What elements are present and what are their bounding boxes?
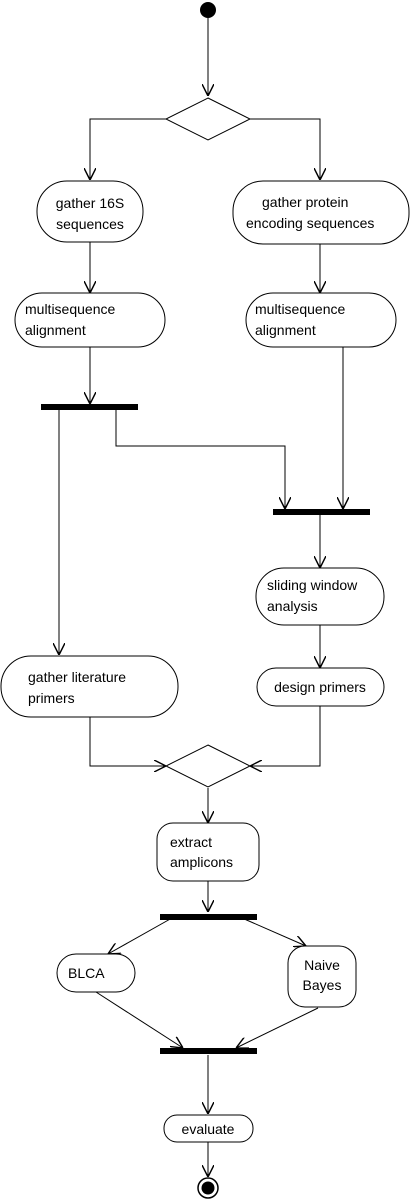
label-gather-16s-line-1: gather 16S <box>56 195 125 211</box>
label-extract-amplicons-line-2: amplicons <box>170 854 233 870</box>
activity-naive-bayes <box>287 945 357 1008</box>
label-msa-right-line-2: alignment <box>255 322 316 338</box>
activity-gather-16s <box>36 180 144 243</box>
activity-extract-amplicons <box>156 822 260 882</box>
label-design-primers: design primers <box>274 679 366 695</box>
fork-bar-1 <box>41 404 138 410</box>
fork-bar-2 <box>160 914 257 920</box>
edge-naive-bayes-to-join <box>236 1007 319 1048</box>
label-gather-protein-line-1: gather protein <box>262 194 348 210</box>
label-sliding-window-line-1: sliding window <box>267 577 358 593</box>
label-msa-left-line-2: alignment <box>25 322 86 338</box>
edges <box>59 18 343 1177</box>
edge-fork-to-join <box>115 410 285 509</box>
edge-blca-to-join <box>95 991 183 1048</box>
label-gather-protein-line-2: encoding sequences <box>246 215 374 231</box>
activity-gather-protein <box>232 180 410 245</box>
label-blca: BLCA <box>68 965 105 981</box>
activity-msa-left <box>14 292 166 348</box>
join-bar-1 <box>273 509 370 515</box>
activity-gather-literature <box>0 655 179 718</box>
edge-design-to-merge <box>250 706 321 766</box>
label-sliding-window-line-2: analysis <box>267 598 318 614</box>
activity-sliding-window <box>255 567 385 626</box>
label-gather-16s-line-2: sequences <box>56 216 124 232</box>
label-gather-literature-line-1: gather literature <box>28 669 126 685</box>
join-bar-2 <box>160 1048 257 1054</box>
merge-node <box>164 744 252 788</box>
edge-fork-to-naive-bayes <box>241 917 306 946</box>
decision-node-split <box>164 97 252 141</box>
edge-decision-to-gather-16s <box>90 118 167 180</box>
label-gather-literature-line-2: primers <box>28 690 75 706</box>
edge-decision-to-gather-protein <box>249 118 320 180</box>
label-naive-bayes-line-1: Naive <box>304 957 340 973</box>
label-extract-amplicons-line-1: extract <box>170 834 212 850</box>
activity-blca <box>56 953 136 993</box>
label-evaluate: evaluate <box>182 1121 235 1137</box>
activity-evaluate <box>163 1114 254 1143</box>
label-msa-right-line-1: multisequence <box>255 301 345 317</box>
label-msa-left-line-1: multisequence <box>25 301 115 317</box>
edge-literature-to-merge <box>89 717 166 766</box>
label-naive-bayes-line-2: Bayes <box>303 977 342 993</box>
activity-design-primers <box>256 667 385 707</box>
activity-msa-right <box>245 292 397 348</box>
final-node <box>197 1177 219 1199</box>
edge-fork-to-blca <box>108 917 173 954</box>
initial-node <box>200 2 216 18</box>
